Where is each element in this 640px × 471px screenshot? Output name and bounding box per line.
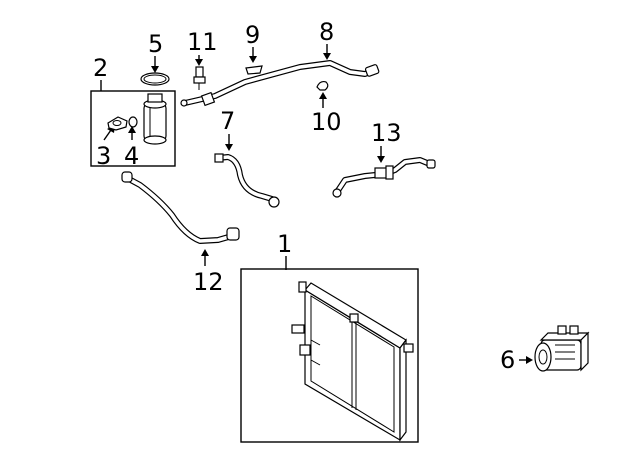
callout-7: 7 xyxy=(220,107,235,135)
condenser-group-box xyxy=(240,268,419,443)
callout-6: 6 xyxy=(500,346,515,374)
line-clip xyxy=(245,65,263,75)
callout-4: 4 xyxy=(124,142,139,170)
hose-clamp xyxy=(316,80,329,91)
callout-5: 5 xyxy=(148,30,163,58)
pressure-switch xyxy=(193,66,206,90)
o-ring xyxy=(128,116,138,128)
callout-3: 3 xyxy=(96,142,111,170)
liquid-line xyxy=(332,157,436,198)
callout-12: 12 xyxy=(193,268,224,296)
compressor xyxy=(534,325,590,372)
callout-9: 9 xyxy=(245,21,260,49)
condenser xyxy=(291,281,414,442)
callout-13: 13 xyxy=(371,119,402,147)
leader-lines xyxy=(100,44,533,364)
drier-bracket xyxy=(107,116,128,131)
callout-10: 10 xyxy=(311,108,342,136)
receiver-drier-group-box xyxy=(90,90,176,167)
callout-8: 8 xyxy=(319,18,334,46)
suction-hose-assembly xyxy=(121,171,240,244)
callout-2: 2 xyxy=(93,54,108,82)
callout-1: 1 xyxy=(277,230,292,258)
discharge-line xyxy=(180,60,380,107)
callout-11: 11 xyxy=(187,28,218,56)
receiver-drier xyxy=(143,93,167,145)
suction-hose xyxy=(214,153,280,208)
gasket-ring xyxy=(140,72,170,86)
